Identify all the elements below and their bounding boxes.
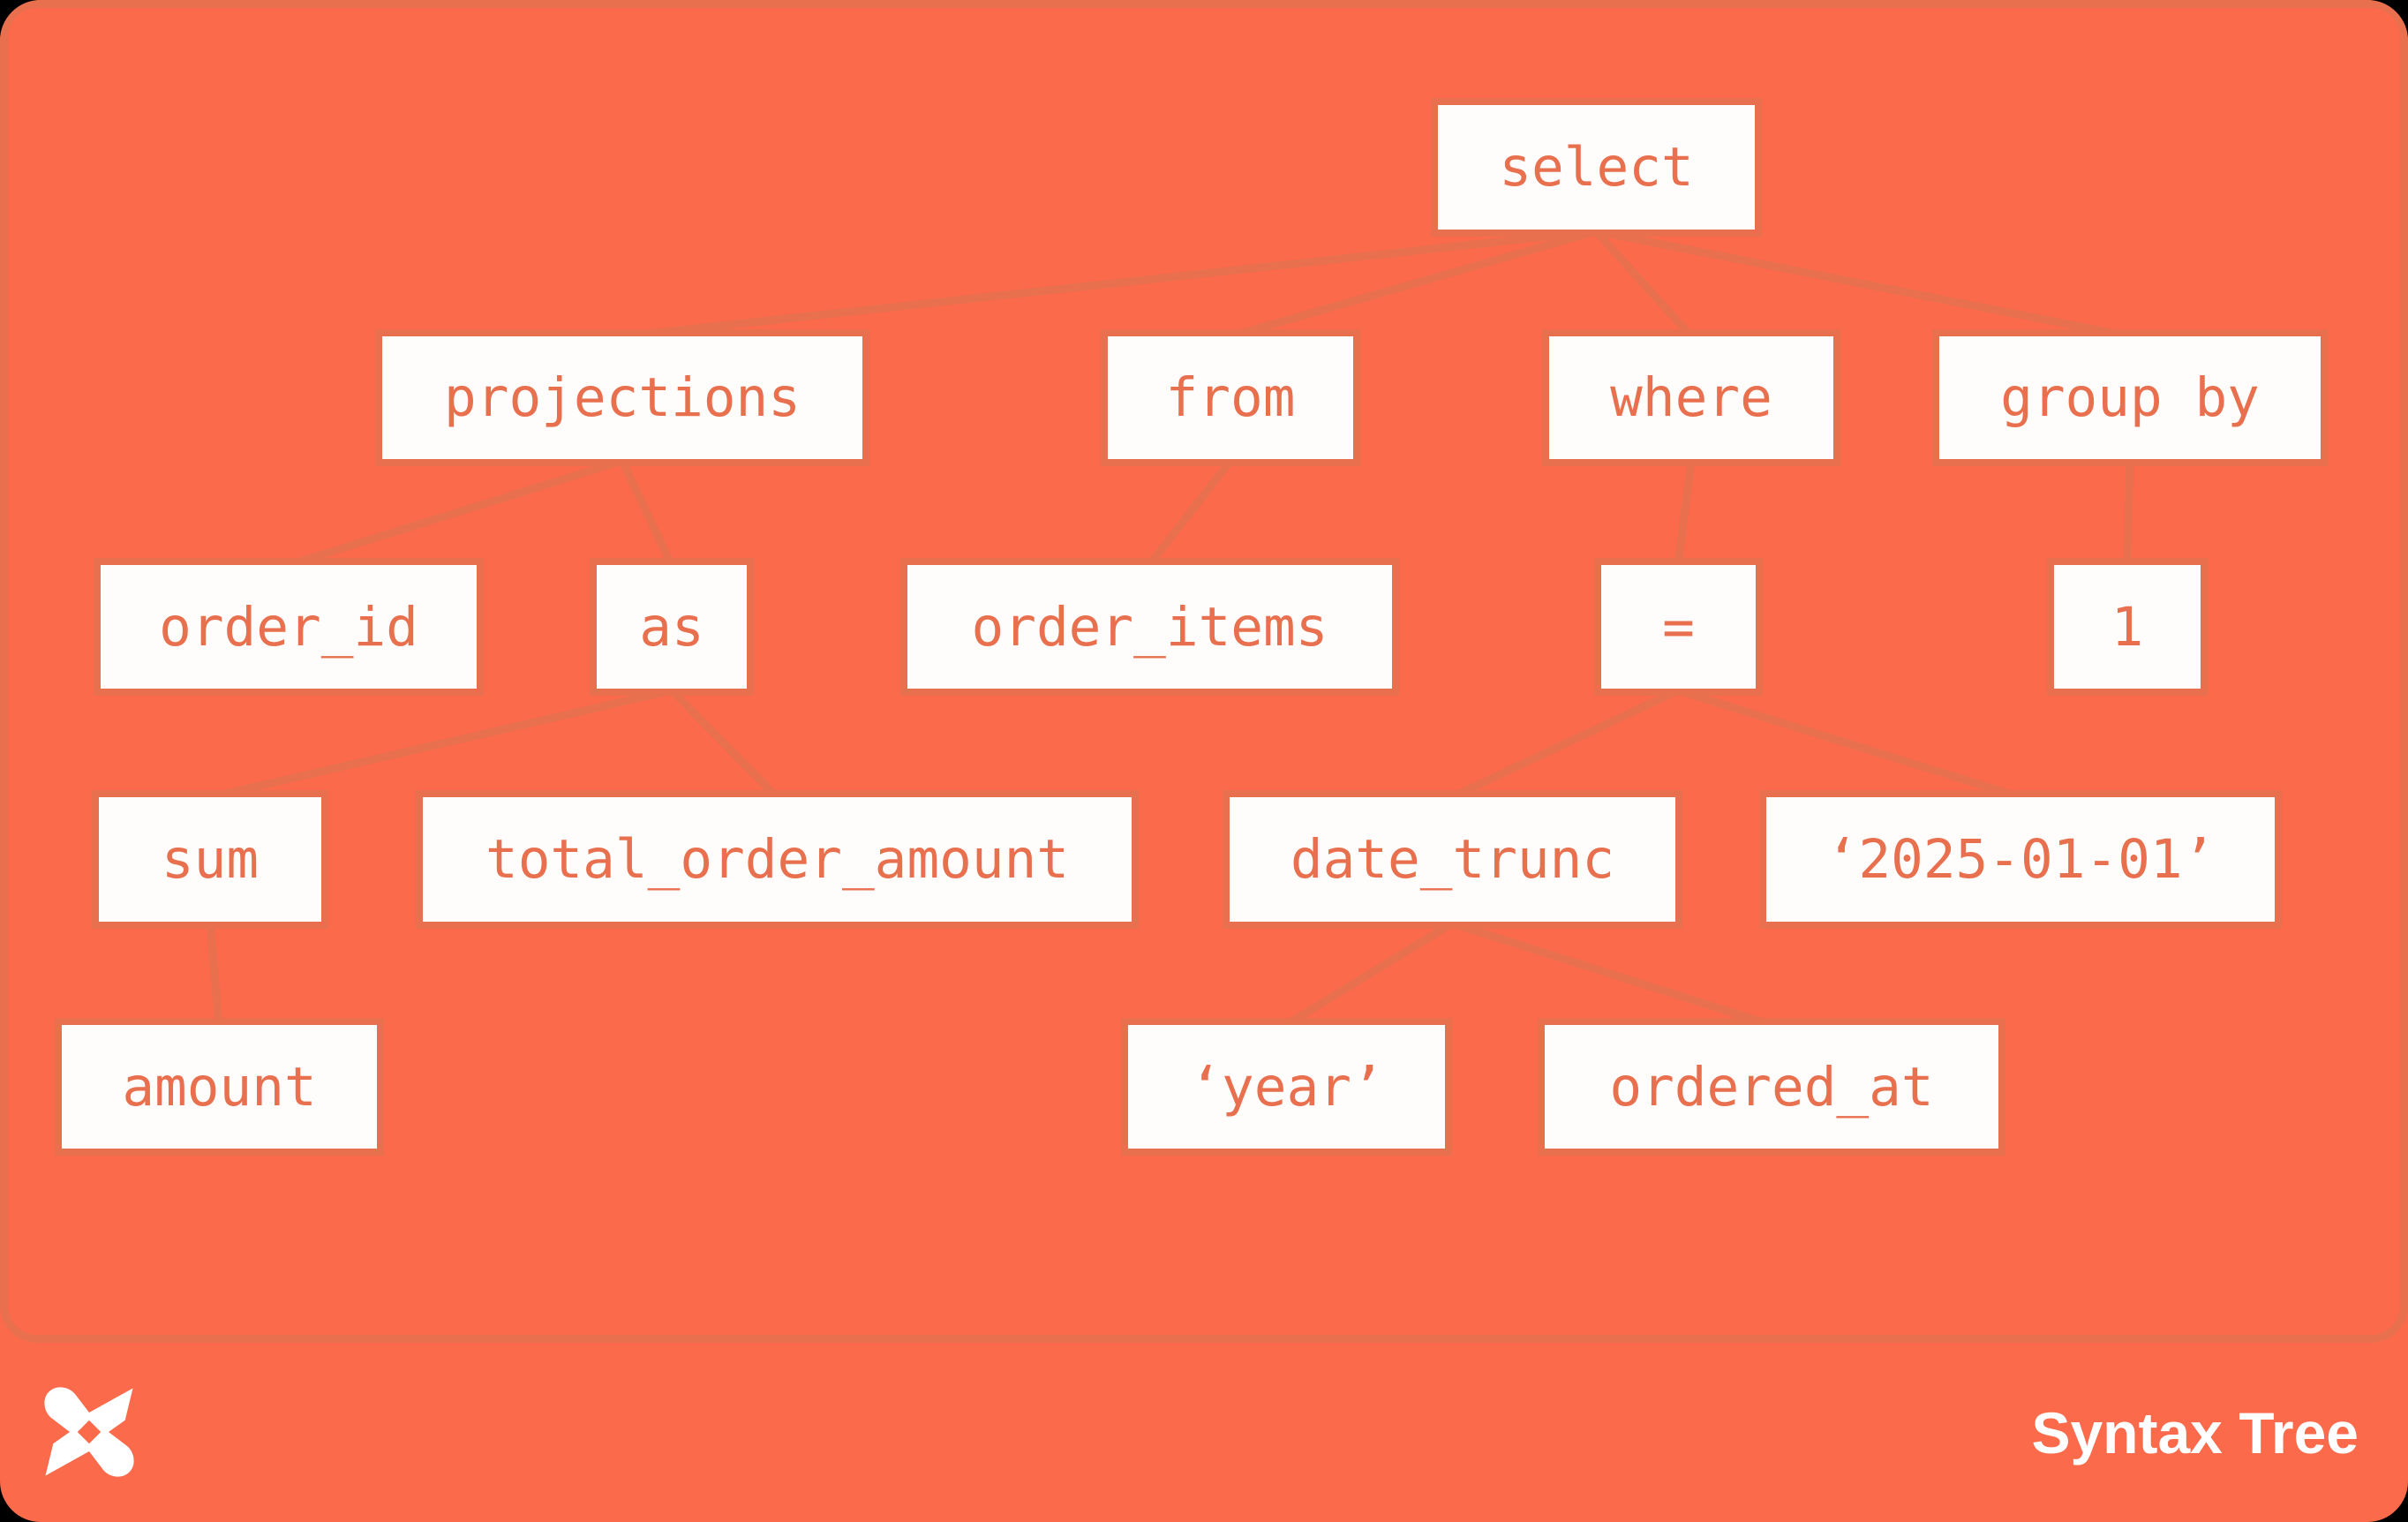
tree-node-date-literal: ‘2025-01-01’: [1759, 790, 2282, 929]
tree-node-order-items: order_items: [900, 558, 1399, 696]
tree-node-equals: =: [1594, 558, 1763, 696]
tree-node-group-by: group by: [1932, 329, 2328, 466]
tree-node-projections: projections: [375, 329, 869, 466]
tree-node-as: as: [590, 558, 754, 696]
tree-node-where: where: [1542, 329, 1840, 466]
footer-title: Syntax Tree: [2031, 1400, 2359, 1465]
tree-node-ordered-at: ordered_at: [1538, 1018, 2005, 1156]
tree-node-date-trunc: date_trunc: [1223, 790, 1682, 929]
tree-node-amount: amount: [55, 1018, 384, 1156]
tree-node-one: 1: [2047, 558, 2208, 696]
tree-node-sum: sum: [92, 790, 328, 929]
tree-node-total-order-amount: total_order_amount: [416, 790, 1139, 929]
tree-panel: [0, 0, 2408, 1343]
dbt-logo-icon: [44, 1387, 134, 1477]
footer-bar: Syntax Tree: [0, 1343, 2408, 1522]
tree-node-from: from: [1101, 329, 1360, 466]
tree-node-year-literal: ‘year’: [1121, 1018, 1452, 1156]
tree-node-order-id: order_id: [94, 558, 484, 696]
tree-node-select: select: [1431, 98, 1762, 237]
